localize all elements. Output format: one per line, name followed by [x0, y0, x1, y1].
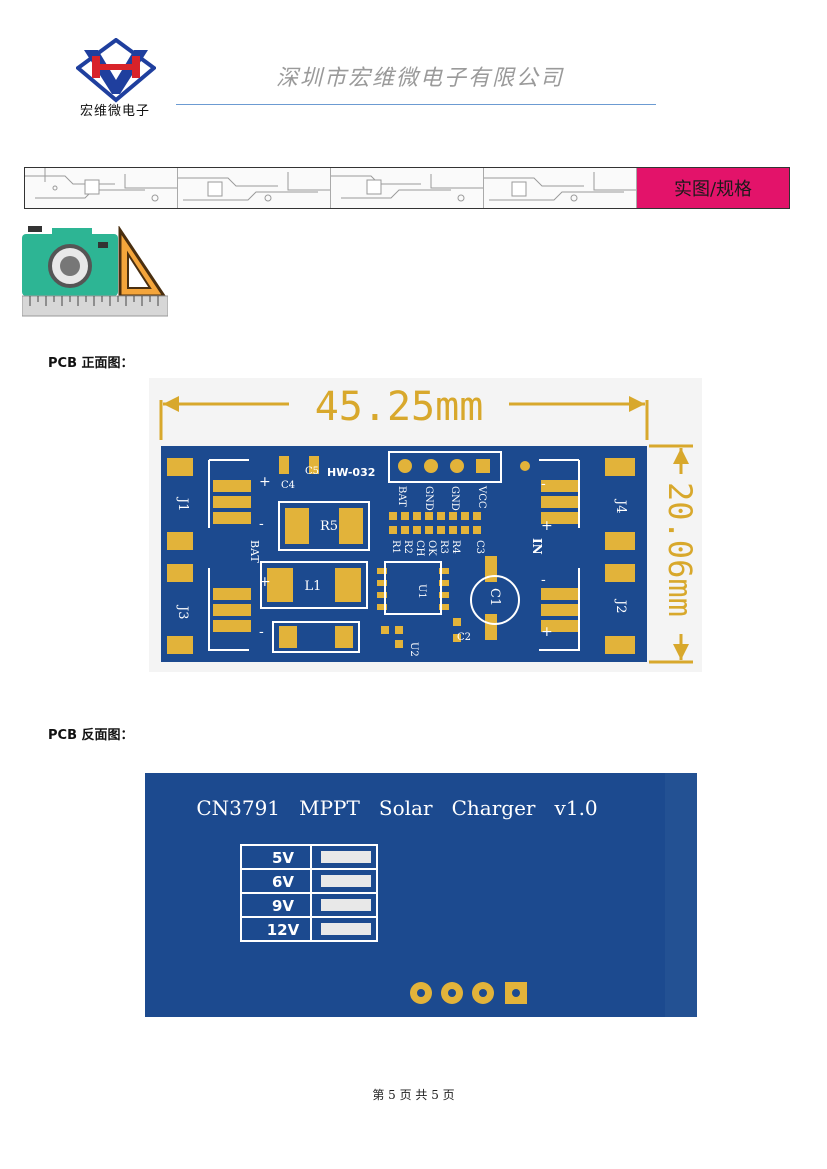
pcb-front-image: 45.25mm 20.06mm — [149, 378, 702, 672]
page-footer: 第 5 页 共 5 页 — [372, 1088, 455, 1102]
svg-text:L1: L1 — [305, 579, 322, 594]
svg-text:GND: GND — [423, 486, 434, 511]
svg-text:R3: R3 — [438, 540, 449, 554]
pcb-board — [145, 773, 697, 1017]
logo-caption: 宏维微电子 — [79, 104, 150, 119]
label-j1: J1 — [175, 496, 190, 511]
label-j4: J4 — [613, 498, 628, 513]
svg-text:-: - — [259, 624, 264, 640]
svg-text:C3: C3 — [474, 540, 485, 554]
svg-text:-: - — [541, 572, 546, 588]
svg-text:IN: IN — [530, 538, 544, 555]
circuit-pattern — [25, 168, 178, 208]
svg-text:C5: C5 — [305, 466, 319, 477]
label-j2: J2 — [613, 598, 628, 613]
svg-text:C1: C1 — [487, 588, 502, 606]
svg-text:HW-032: HW-032 — [327, 466, 375, 479]
circuit-pattern — [484, 168, 637, 208]
svg-text:GND: GND — [449, 486, 460, 511]
svg-text:+: + — [541, 518, 553, 534]
svg-text:VCC: VCC — [476, 485, 487, 509]
height-dimension-label: 20.06mm — [661, 482, 699, 617]
svg-text:OK: OK — [426, 540, 437, 556]
board-title: CN3791 MPPT Solar Charger v1.0 — [196, 796, 597, 820]
banner-label: 实图/规格 — [637, 168, 789, 208]
svg-text:R1: R1 — [390, 540, 401, 554]
voltage-5v: 5V — [272, 849, 294, 867]
front-view-label: PCB 正面图： — [48, 356, 134, 371]
svg-text:C2: C2 — [457, 632, 471, 643]
svg-text:+: + — [541, 624, 553, 640]
svg-text:+: + — [259, 474, 271, 490]
svg-text:BAT: BAT — [396, 486, 407, 507]
svg-text:BAT: BAT — [248, 540, 261, 563]
svg-text:R5: R5 — [320, 519, 338, 534]
svg-text:CH: CH — [414, 540, 425, 557]
back-view-label: PCB 反面图： — [48, 728, 134, 743]
width-dimension-label: 45.25mm — [315, 384, 484, 430]
svg-text:C4: C4 — [281, 480, 295, 491]
photo-spec-icon — [21, 225, 169, 318]
circuit-pattern — [331, 168, 484, 208]
svg-text:-: - — [259, 516, 264, 532]
company-name: 深圳市宏维微电子有限公司 — [275, 66, 564, 91]
svg-text:+: + — [259, 574, 271, 590]
svg-text:U1: U1 — [416, 584, 427, 599]
camera-icon — [22, 226, 118, 296]
voltage-9v: 9V — [272, 897, 294, 915]
svg-text:R2: R2 — [402, 540, 413, 554]
section-banner: 实图/规格 — [24, 167, 790, 209]
svg-text:-: - — [541, 476, 546, 492]
svg-text:U2: U2 — [408, 642, 419, 657]
pcb-back-image: CN3791 MPPT Solar Charger v1.0 5V 6V 9V … — [145, 773, 697, 1017]
voltage-12v: 12V — [267, 921, 300, 939]
circuit-pattern — [178, 168, 331, 208]
svg-text:R4: R4 — [450, 540, 461, 554]
header-divider — [176, 104, 656, 105]
label-j3: J3 — [175, 604, 190, 619]
voltage-6v: 6V — [272, 873, 294, 891]
company-logo — [74, 37, 158, 112]
triangle-ruler-icon — [118, 225, 167, 298]
